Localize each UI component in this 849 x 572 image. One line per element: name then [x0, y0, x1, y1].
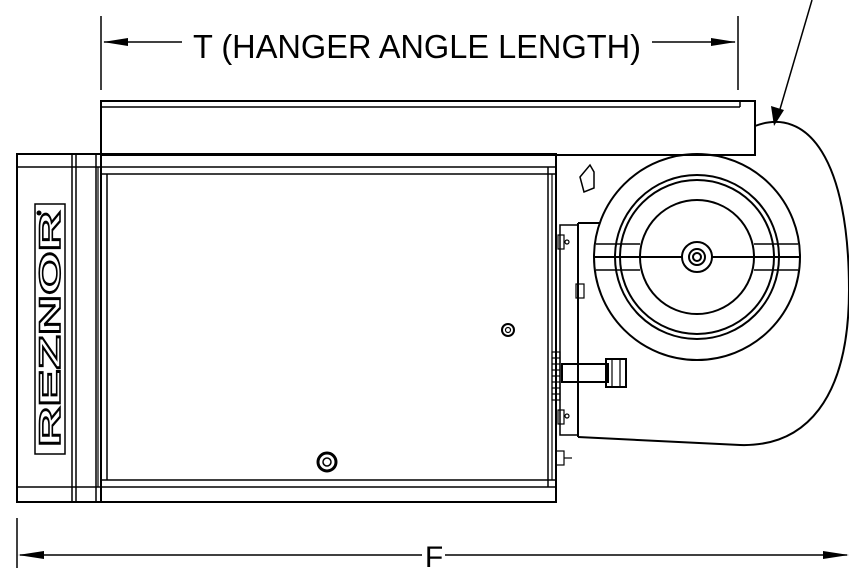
dim-t-arrow-left [103, 38, 128, 46]
blower-top-bracket [579, 163, 595, 194]
motor-tab [575, 283, 585, 299]
cabinet-screw-outer [501, 323, 515, 337]
blower-shaft-outer [688, 248, 706, 266]
dim-f-arrow-right [823, 551, 849, 559]
logo-text: REZNOR [34, 210, 67, 447]
front-panel-outer [16, 153, 102, 503]
dim-f-label: F [425, 541, 443, 572]
blower-hub [681, 241, 713, 273]
blower-shaft-inner [692, 252, 702, 262]
leader-line [777, 0, 813, 117]
cabinet [100, 153, 557, 503]
blower-assembly [551, 120, 849, 466]
motor-bracket [559, 224, 579, 436]
logo-dot [36, 210, 42, 216]
leader [771, 0, 813, 126]
cabinet-screw-inner [504, 326, 512, 334]
hanger-angle-bar [100, 100, 756, 156]
dimension-f: F [16, 518, 849, 572]
bracket-bolt-1 [564, 239, 570, 245]
dim-f-arrow-left [18, 551, 44, 559]
blower-side-plate [577, 222, 600, 437]
dim-t-arrow-right [711, 38, 736, 46]
access-hole-inner [322, 457, 332, 467]
cabinet-outer [100, 153, 557, 503]
hanger-angle [100, 100, 756, 156]
motor-bracket-slot-2 [557, 409, 565, 425]
dimension-t: T (HANGER ANGLE LENGTH) [100, 16, 739, 90]
bracket-bolt-2 [564, 413, 570, 419]
dim-t-label: T (HANGER ANGLE LENGTH) [193, 28, 641, 65]
gas-pipe-cap [605, 358, 627, 388]
front-panel [16, 153, 102, 503]
gas-pipe-body [561, 363, 609, 383]
bottom-screw [555, 450, 572, 466]
motor-bracket-slot-1 [557, 234, 565, 250]
gas-pipe [561, 358, 627, 388]
access-hole-outer [316, 451, 338, 473]
logo-frame [34, 203, 66, 455]
